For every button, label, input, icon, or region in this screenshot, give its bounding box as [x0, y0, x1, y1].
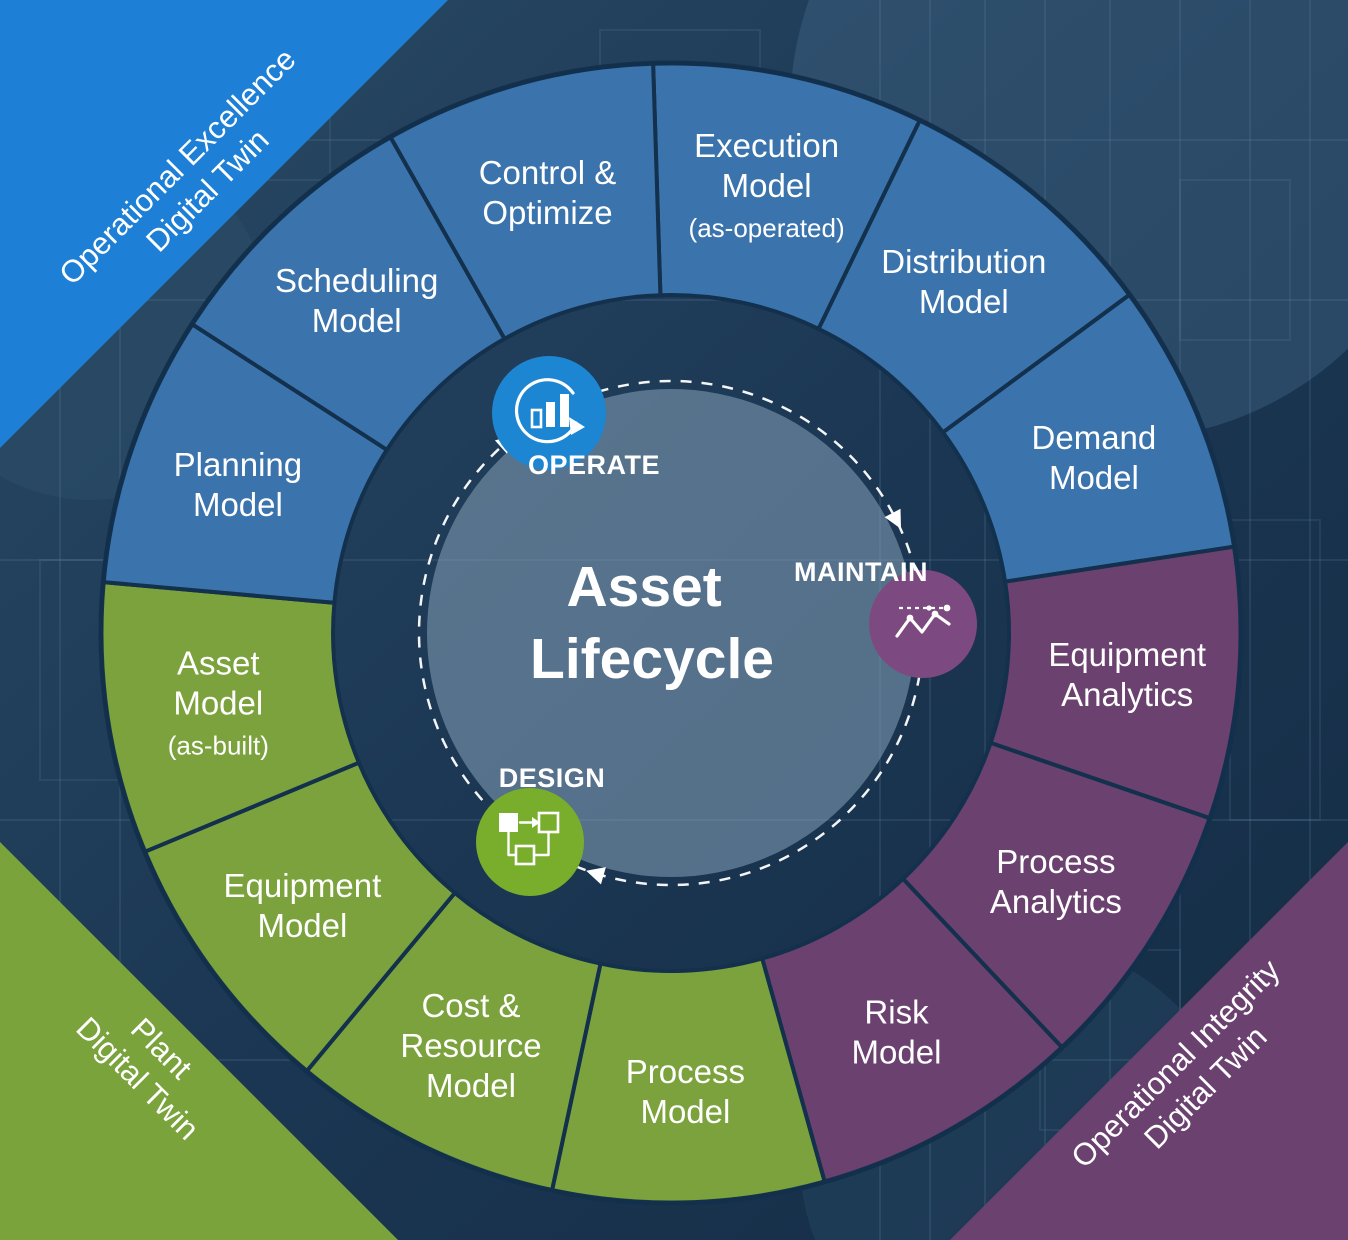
segment-label-line: Demand: [1032, 419, 1157, 456]
segment-label-line: Model: [852, 1034, 942, 1071]
segment-label-line: Scheduling: [275, 262, 438, 299]
ribbon-band: [0, 0, 448, 448]
node-maintain-label: MAINTAIN: [794, 557, 928, 587]
ribbon-band: [950, 842, 1348, 1240]
segment-label-line: Model: [426, 1067, 516, 1104]
node-design-label: DESIGN: [499, 763, 606, 793]
segment-label-line: Analytics: [990, 883, 1122, 920]
segment-label-line: (as-built): [168, 731, 269, 761]
segment-label-line: Model: [312, 302, 402, 339]
ribbon-operational-excellence: Operational Excellence Digital Twin: [0, 0, 448, 448]
node-operate: [492, 356, 606, 470]
segment-label-line: Control &: [479, 154, 617, 191]
segment-label-line: Model: [919, 283, 1009, 320]
segment-label-line: Optimize: [482, 194, 612, 231]
node-design-circle: [476, 788, 584, 896]
segment-label-line: Distribution: [881, 243, 1046, 280]
segment-label-line: Process: [996, 843, 1115, 880]
ribbon-plant-digital-twin: Plant Digital Twin: [0, 842, 398, 1240]
center-title-line: Asset: [566, 555, 721, 619]
segment-label-line: Asset: [177, 645, 260, 682]
lifecycle-wheel: [99, 61, 1243, 1205]
flow-arrowhead: [586, 867, 606, 885]
node-maintain: [869, 570, 977, 678]
segment-label-line: Execution: [694, 127, 839, 164]
segment-label-line: (as-operated): [689, 213, 845, 243]
segment-label-line: Risk: [864, 994, 929, 1031]
center-hub: [427, 389, 915, 877]
line-chart-icon: [895, 604, 951, 638]
segment-label-line: Resource: [400, 1027, 541, 1064]
segment-label-line: Equipment: [1048, 636, 1206, 673]
node-maintain-circle: [869, 570, 977, 678]
segment-label-line: Planning: [174, 446, 302, 483]
bar-chart-cycle-icon: [514, 378, 585, 444]
flowchart-icon: [499, 811, 560, 866]
segment-label-line: Cost &: [421, 987, 520, 1024]
center-title-line: Lifecycle: [530, 627, 774, 691]
segment-label-line: Model: [640, 1093, 730, 1130]
segment-label-line: Model: [173, 685, 263, 722]
center-title: Asset Lifecycle: [530, 555, 774, 691]
segment-label-line: Equipment: [224, 867, 382, 904]
segment-label-control-optimize: Control &Optimize: [479, 154, 617, 231]
ribbon-band: [0, 842, 398, 1240]
segment-label-line: Process: [626, 1053, 745, 1090]
wheel-outer-rim: [98, 60, 1244, 1206]
node-design: [476, 788, 584, 896]
segment-label-line: Model: [257, 907, 347, 944]
segment-label-line: Model: [193, 486, 283, 523]
segment-label-line: Analytics: [1061, 676, 1193, 713]
node-operate-label: OPERATE: [528, 450, 660, 480]
segment-label-line: Model: [722, 167, 812, 204]
segment-label-line: Model: [1049, 459, 1139, 496]
flow-arrowhead: [884, 508, 902, 529]
